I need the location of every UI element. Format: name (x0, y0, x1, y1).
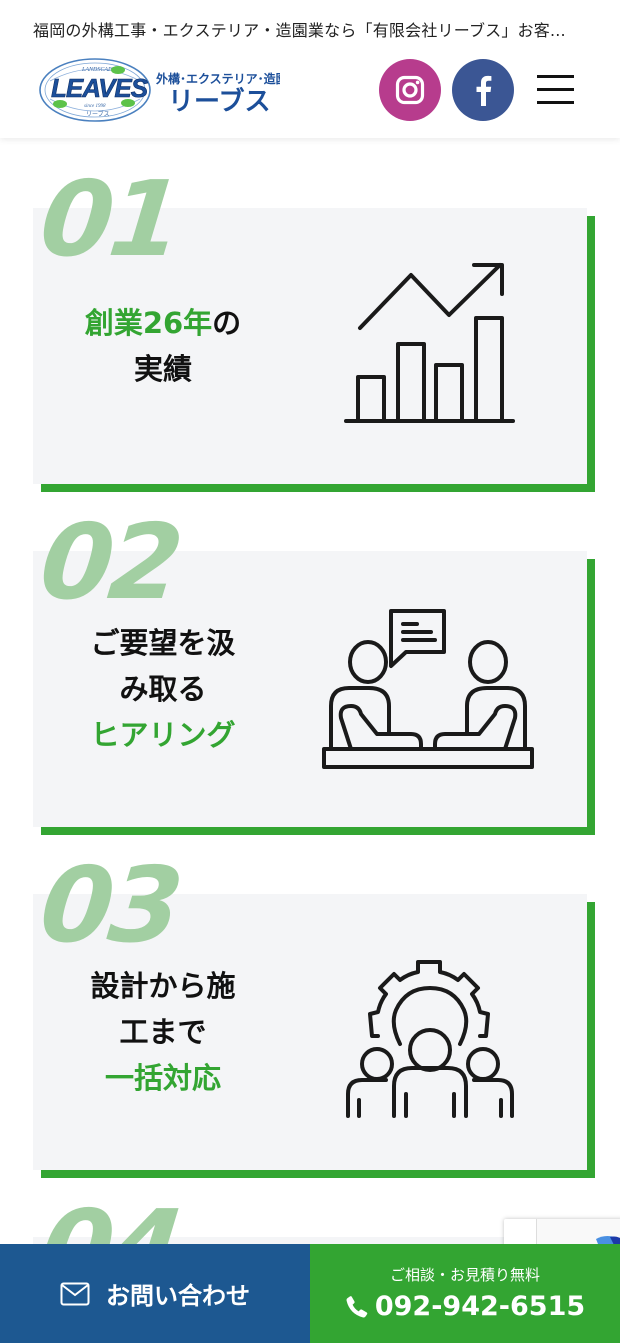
feature-icon-wrap (298, 894, 558, 1170)
hamburger-line (537, 88, 574, 91)
facebook-button[interactable] (452, 59, 514, 121)
phone-icon (346, 1295, 368, 1317)
contact-button[interactable]: お問い合わせ (0, 1244, 310, 1343)
feature-icon-wrap (298, 208, 558, 484)
svg-text:LEAVES: LEAVES (51, 73, 149, 103)
svg-text:LANDSCAPE: LANDSCAPE (81, 67, 116, 73)
feature-heading: 創業26年の 実績 (33, 208, 293, 484)
leaves-logo-icon: LANDSCAPE LEAVES since 1998 リーブス 外構･エクステ… (39, 58, 288, 122)
feature-highlight-text: 一括対応 (104, 1061, 221, 1095)
feature-card: ご要望を汲 み取る ヒアリング (33, 551, 587, 827)
feature-number: 03 (35, 844, 185, 966)
feature-heading-line: み取る (119, 666, 206, 712)
feature-card: 設計から施 工まで 一括対応 (33, 894, 587, 1170)
feature-heading: 設計から施 工まで 一括対応 (33, 894, 293, 1170)
feature-heading-line: ヒアリング (90, 712, 235, 758)
feature-highlight-text: 創業26年 (84, 306, 213, 340)
feature-heading-line: 設計から施 (90, 963, 235, 1009)
feature-block-03: 03 設計から施 工まで 一括対応 (0, 844, 620, 1196)
phone-number-row: 092-942-6515 (345, 1291, 585, 1323)
feature-heading-line: 一括対応 (105, 1055, 221, 1101)
svg-text:since 1998: since 1998 (84, 104, 106, 109)
feature-heading-line: ご要望を汲 (90, 620, 235, 666)
contact-label: お問い合わせ (106, 1282, 250, 1310)
feature-text: 設計から施 (90, 969, 236, 1003)
feature-heading-line: 創業26年の (85, 300, 241, 346)
feature-block-02: 02 ご要望を汲 み取る ヒアリング (0, 501, 620, 853)
hamburger-line (537, 75, 574, 78)
feature-heading: ご要望を汲 み取る ヒアリング (33, 551, 293, 827)
svg-text:リーブス: リーブス (168, 86, 270, 117)
feature-text: ご要望を汲 (90, 626, 236, 660)
team-gear-icon (346, 960, 514, 1118)
hamburger-line (537, 101, 574, 104)
feature-block-01: 01 創業26年の 実績 (0, 158, 620, 510)
cta-footer: お問い合わせ ご相談・お見積り無料 092-942-6515 (0, 1244, 620, 1343)
site-header: 福岡の外構工事・エクステリア・造園業なら「有限会社リーブス」お客... LAND… (0, 0, 620, 138)
feature-text: 工まで (119, 1015, 207, 1049)
growth-chart-icon (344, 263, 515, 423)
mail-icon (60, 1282, 90, 1305)
hamburger-menu-button[interactable] (537, 74, 574, 106)
feature-heading-line: 工まで (119, 1009, 206, 1055)
feature-icon-wrap (298, 551, 558, 827)
svg-text:リーブス: リーブス (86, 110, 110, 118)
feature-heading-line: 実績 (134, 346, 192, 392)
feature-number: 02 (35, 501, 185, 623)
site-tagline: 福岡の外構工事・エクステリア・造園業なら「有限会社リーブス」お客... (33, 21, 566, 40)
feature-highlight-text: ヒアリング (90, 718, 236, 752)
instagram-icon (395, 75, 425, 105)
phone-number: 092-942-6515 (374, 1290, 586, 1322)
phone-subtitle: ご相談・お見積り無料 (389, 1265, 540, 1284)
feature-number: 01 (35, 158, 185, 280)
feature-text: み取る (119, 672, 207, 706)
phone-call-button[interactable]: ご相談・お見積り無料 092-942-6515 (310, 1244, 620, 1343)
feature-card: 創業26年の 実績 (33, 208, 587, 484)
svg-text:外構･エクステリア･造園: 外構･エクステリア･造園 (156, 71, 280, 86)
feature-text: 実績 (133, 352, 192, 386)
site-logo[interactable]: LANDSCAPE LEAVES since 1998 リーブス 外構･エクステ… (38, 57, 288, 123)
feature-text: の (212, 306, 242, 340)
instagram-button[interactable] (379, 59, 441, 121)
facebook-icon (476, 75, 492, 106)
meeting-hearing-icon (322, 609, 534, 769)
